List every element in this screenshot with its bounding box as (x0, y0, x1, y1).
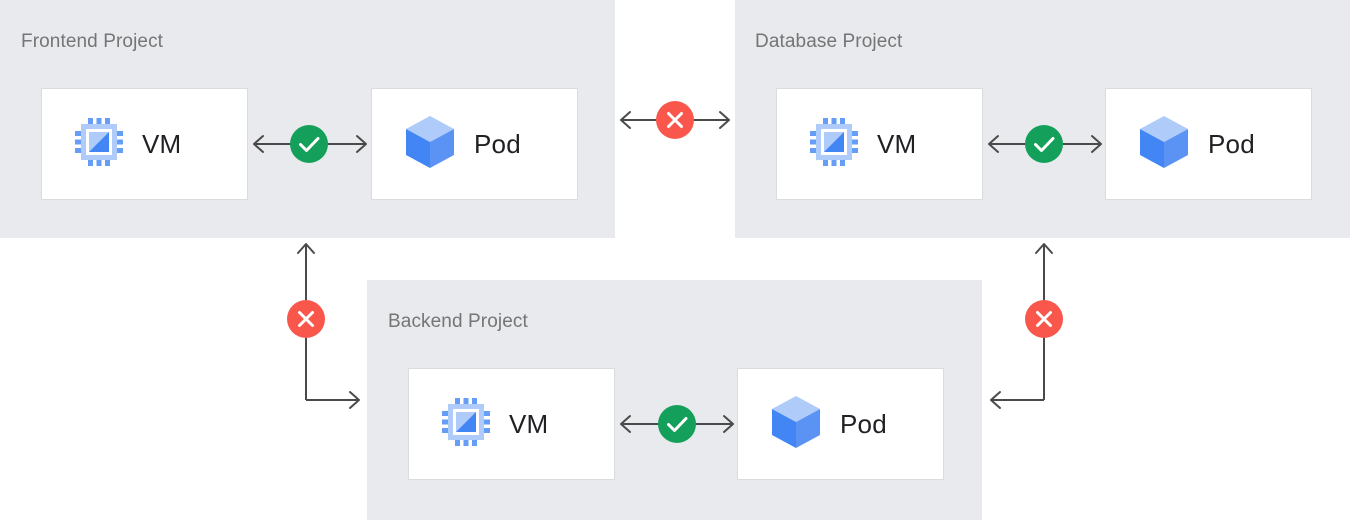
node-card-database-vm[interactable]: VM (776, 88, 983, 200)
node-label-frontend-vm: VM (142, 128, 182, 159)
check-icon (299, 137, 320, 152)
node-label-database-vm: VM (877, 128, 917, 159)
node-label-database-pod: Pod (1208, 128, 1255, 159)
pod-cube-icon (404, 114, 456, 175)
cross-icon (298, 311, 314, 327)
status-badge-blocked-frontend-database[interactable] (656, 101, 694, 139)
node-label-backend-vm: VM (509, 408, 549, 439)
node-card-database-pod[interactable]: Pod (1105, 88, 1312, 200)
node-label-frontend-pod: Pod (474, 128, 521, 159)
pod-cube-icon (770, 394, 822, 455)
project-title-database: Database Project (755, 31, 903, 52)
vm-chip-icon (809, 117, 859, 172)
node-card-frontend-pod[interactable]: Pod (371, 88, 578, 200)
check-icon (1034, 137, 1055, 152)
pod-cube-icon (1138, 114, 1190, 175)
cross-icon (1036, 311, 1052, 327)
node-card-frontend-vm[interactable]: VM (41, 88, 248, 200)
status-badge-allowed-database[interactable] (1025, 125, 1063, 163)
vm-chip-icon (441, 397, 491, 452)
check-icon (667, 417, 688, 432)
project-title-frontend: Frontend Project (21, 31, 164, 52)
status-badge-blocked-backend-database[interactable] (1025, 300, 1063, 338)
vm-chip-icon (74, 117, 124, 172)
cross-icon (667, 112, 683, 128)
node-label-backend-pod: Pod (840, 408, 887, 439)
status-badge-blocked-backend-frontend[interactable] (287, 300, 325, 338)
status-badge-allowed-backend[interactable] (658, 405, 696, 443)
status-badge-allowed-frontend[interactable] (290, 125, 328, 163)
node-card-backend-vm[interactable]: VM (408, 368, 615, 480)
project-title-backend: Backend Project (388, 311, 528, 332)
node-card-backend-pod[interactable]: Pod (737, 368, 944, 480)
